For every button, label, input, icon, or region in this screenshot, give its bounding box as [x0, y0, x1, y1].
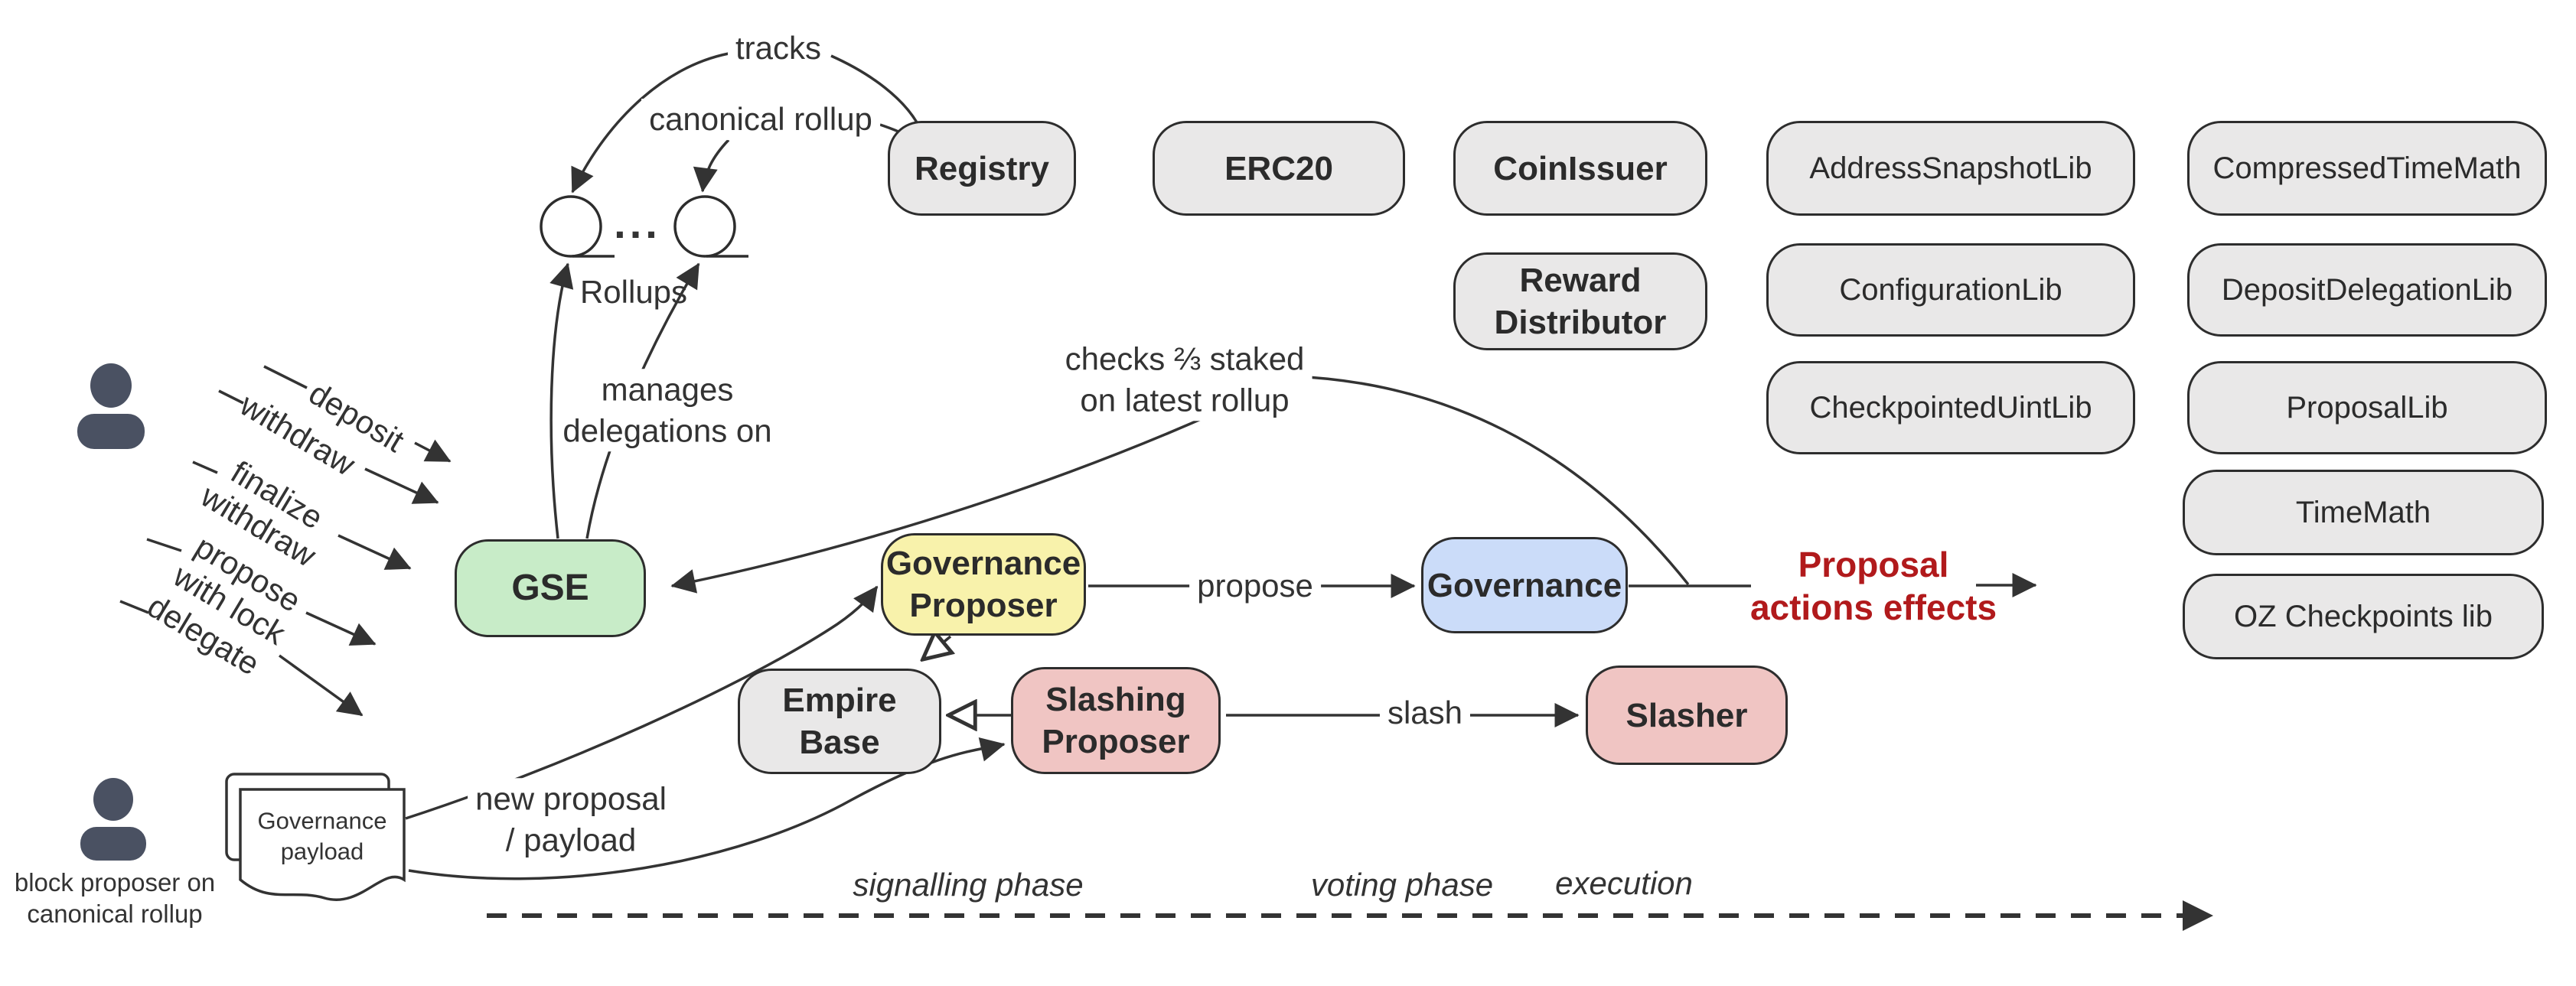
- node-compressed-time-math: CompressedTimeMath: [2187, 121, 2547, 216]
- node-label: ProposalLib: [2286, 391, 2448, 425]
- node-label: CompressedTimeMath: [2212, 151, 2522, 185]
- node-governance: Governance: [1421, 537, 1628, 633]
- node-label: Governance: [1427, 566, 1622, 604]
- node-proposal-lib: ProposalLib: [2187, 361, 2547, 454]
- edge-tracks-to-left-rollup: [571, 52, 729, 194]
- user-icon: [77, 363, 145, 449]
- node-reward-distributor: Reward Distributor: [1453, 252, 1707, 350]
- node-time-math: TimeMath: [2183, 470, 2544, 555]
- user-action-arrows: [119, 365, 452, 717]
- dash-propose-with-lock: [146, 538, 182, 552]
- dash-deposit: [263, 365, 308, 389]
- node-label: CheckpointedUintLib: [1809, 391, 2092, 425]
- node-empire-base: Empire Base: [738, 669, 941, 774]
- edge-payload-to-slashing-proposer: [408, 737, 1006, 880]
- node-registry: Registry: [888, 121, 1076, 216]
- node-coin-issuer: CoinIssuer: [1453, 121, 1707, 216]
- node-label: ERC20: [1224, 149, 1333, 187]
- edge-tracks-from-registry: [830, 54, 918, 123]
- label-canonical-rollup: canonical rollup: [641, 99, 880, 140]
- node-oz-checkpoints-lib: OZ Checkpoints lib: [2183, 574, 2544, 659]
- node-label: DepositDelegationLib: [2221, 273, 2513, 307]
- label-voting-phase: voting phase: [1310, 867, 1494, 903]
- node-label: OZ Checkpoints lib: [2234, 600, 2493, 633]
- node-address-snapshot-lib: AddressSnapshotLib: [1766, 121, 2135, 216]
- rollup-circle-left: [540, 195, 602, 258]
- node-slashing-proposer: Slashing Proposer: [1011, 667, 1221, 774]
- label-checks-staked: checks ⅔ staked on latest rollup: [1057, 338, 1312, 421]
- label-propose: propose: [1189, 565, 1321, 607]
- label-governance-payload: Governance payload: [257, 807, 387, 865]
- node-slasher: Slasher: [1586, 665, 1788, 765]
- node-label: Slashing Proposer: [1042, 681, 1190, 760]
- node-governance-proposer: Governance Proposer: [881, 533, 1086, 636]
- node-label: Slasher: [1625, 696, 1748, 734]
- label-tracks: tracks: [727, 28, 830, 69]
- label-rollups: Rollups: [579, 274, 688, 311]
- governance-payload-document-icon: [225, 773, 406, 901]
- rollup-circle-right: [673, 195, 736, 258]
- node-checkpointed-uint-lib: CheckpointedUintLib: [1766, 361, 2135, 454]
- node-gse: GSE: [455, 539, 646, 637]
- arrow-propose-with-lock: [305, 611, 377, 646]
- edge-canonical-to-right-rollup: [693, 138, 730, 193]
- node-configuration-lib: ConfigurationLib: [1766, 243, 2135, 337]
- rollup-circles: [540, 195, 748, 258]
- edge-gse-to-left-rollup: [549, 262, 574, 539]
- edge-governance-proposer-to-empire-base: [924, 636, 951, 659]
- node-erc20: ERC20: [1153, 121, 1405, 216]
- block-proposer-icon: [80, 778, 146, 861]
- node-label: Governance Proposer: [885, 545, 1081, 624]
- node-label: TimeMath: [2295, 496, 2431, 529]
- label-manages-delegations: manages delegations on: [555, 369, 780, 451]
- node-deposit-delegation-lib: DepositDelegationLib: [2187, 243, 2547, 337]
- arrow-deposit: [414, 439, 452, 463]
- node-label: CoinIssuer: [1493, 149, 1668, 187]
- dash-withdraw: [218, 389, 244, 405]
- dash-finalize-withdraw: [192, 460, 218, 474]
- label-slash: slash: [1379, 692, 1471, 734]
- label-execution: execution: [1555, 865, 1693, 902]
- node-label: Reward Distributor: [1494, 262, 1667, 341]
- node-label: AddressSnapshotLib: [1809, 151, 2092, 185]
- node-label: Empire Base: [782, 682, 897, 761]
- label-ellipsis: ...: [614, 199, 661, 248]
- label-signalling-phase: signalling phase: [853, 867, 1084, 903]
- arrow-withdraw: [364, 467, 439, 504]
- arrow-delegate: [278, 654, 364, 717]
- dash-delegate: [119, 600, 149, 614]
- label-proposal-actions-effects: Proposal actions effects: [1749, 544, 1997, 627]
- node-label: GSE: [511, 568, 589, 608]
- node-label: Registry: [914, 149, 1050, 187]
- label-new-proposal: new proposal / payload: [468, 778, 674, 861]
- label-block-proposer: block proposer on canonical rollup: [14, 867, 216, 928]
- node-label: ConfigurationLib: [1839, 273, 2062, 307]
- arrow-finalize-withdraw: [337, 534, 412, 570]
